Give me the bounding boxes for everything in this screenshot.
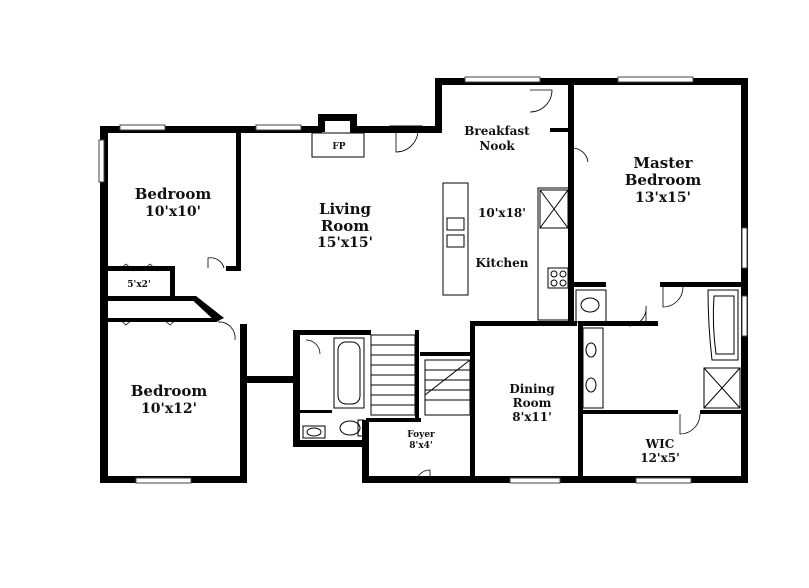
bedroom-1-label: Bedroom 10'x10' xyxy=(135,185,212,220)
bedroom-1-dims: 10'x10' xyxy=(145,204,201,220)
living-room-label: Living Room 15'x15' xyxy=(317,200,373,251)
dining-line1: Dining xyxy=(509,382,555,396)
master-line1: Master xyxy=(633,154,693,172)
dining-line2: Room xyxy=(513,396,552,410)
exterior-walls xyxy=(100,78,748,483)
windows xyxy=(98,76,748,484)
master-bedroom-label: Master Bedroom 13'x15' xyxy=(625,154,702,206)
living-room-dims: 15'x15' xyxy=(317,235,373,251)
master-line2: Bedroom xyxy=(625,171,702,189)
interior-walls xyxy=(105,85,745,481)
master-dims: 13'x15' xyxy=(635,190,691,206)
wic-label: WIC 12'x5' xyxy=(640,437,680,465)
kitchen-dims: 10'x18' xyxy=(478,206,526,220)
bedroom-2-label: Bedroom 10'x12' xyxy=(131,382,208,417)
bedroom-1-name: Bedroom xyxy=(135,185,212,203)
bedroom-2-name: Bedroom xyxy=(131,382,208,400)
foyer-name: Foyer xyxy=(407,430,435,440)
living-room-name-line2: Room xyxy=(321,217,369,235)
wic-name: WIC xyxy=(645,437,675,451)
kitchen-name: Kitchen xyxy=(476,256,529,270)
closet-dims: 5'x2' xyxy=(127,280,150,290)
fireplace-label: FP xyxy=(332,142,345,152)
bedroom-2-dims: 10'x12' xyxy=(141,401,197,417)
breakfast-nook-label: Breakfast Nook xyxy=(464,124,530,153)
wic-dims: 12'x5' xyxy=(640,451,680,465)
living-room-name-line1: Living xyxy=(319,200,372,218)
dining-room-label: Dining Room 8'x11' xyxy=(509,382,555,424)
doors xyxy=(117,89,701,484)
room-labels: Bedroom 10'x10' 5'x2' Bedroom 10'x12' Li… xyxy=(127,124,701,465)
foyer-dims: 8'x4' xyxy=(409,441,432,451)
breakfast-line2: Nook xyxy=(479,139,515,153)
fixtures xyxy=(302,132,741,439)
breakfast-line1: Breakfast xyxy=(464,124,530,138)
dining-dims: 8'x11' xyxy=(512,410,552,424)
foyer-label: Foyer 8'x4' xyxy=(407,430,435,451)
